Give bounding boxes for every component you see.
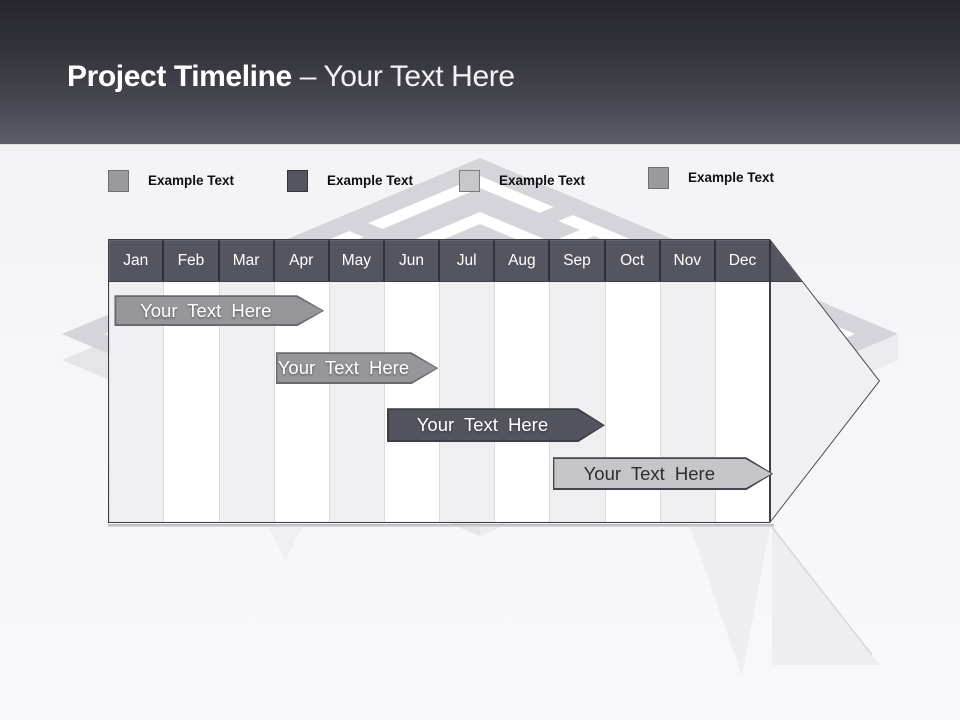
column-stripe [495, 282, 550, 522]
timeline-shadow [108, 524, 774, 527]
timeline-bar: Your Text Here [114, 295, 324, 326]
legend-swatch [287, 170, 308, 192]
timeline-bar-label: Your Text Here [140, 299, 272, 321]
timeline-bar-fill [389, 410, 603, 440]
timeline-bar-fill [277, 354, 436, 382]
column-stripe [330, 282, 385, 522]
timeline-bar: Your Text Here [276, 352, 439, 384]
month-cell-dec: Dec [716, 240, 771, 281]
december-edge-line [769, 240, 771, 522]
month-cell-sep: Sep [550, 240, 605, 281]
legend-label: Example Text [688, 170, 775, 185]
timeline-bar-fill [554, 459, 771, 488]
month-cell-jun: Jun [385, 240, 440, 281]
page-title: Project Timeline – Your Text Here [67, 60, 515, 94]
month-cell-jul: Jul [440, 240, 495, 281]
timeline-bar-fill [116, 297, 322, 324]
column-stripe [385, 282, 440, 522]
legend-swatch [108, 170, 129, 192]
legend: Example Text Example Text Example Text E… [0, 146, 960, 206]
month-cell-jan: Jan [109, 240, 164, 281]
month-cell-mar: Mar [220, 240, 275, 281]
legend-swatch [459, 170, 480, 192]
timeline-bar-label: Your Text Here [583, 462, 716, 484]
month-cell-aug: Aug [495, 240, 550, 281]
month-cell-feb: Feb [164, 240, 219, 281]
column-stripe [440, 282, 495, 522]
reflection-shapes [268, 526, 880, 676]
legend-label: Example Text [327, 173, 414, 188]
month-cell-apr: Apr [275, 240, 330, 281]
timeline-bar-label: Your Text Here [416, 414, 549, 436]
timeline-bar: Your Text Here [387, 408, 605, 442]
legend-swatch [648, 167, 669, 189]
timeline-bar-label: Your Text Here [277, 357, 410, 379]
month-cell-nov: Nov [661, 240, 716, 281]
title-bold-text: Project Timeline [67, 60, 292, 93]
timeline-bar: Your Text Here [553, 457, 774, 490]
slide-body: Example Text Example Text Example Text E… [0, 146, 960, 720]
month-cell-oct: Oct [606, 240, 661, 281]
title-light-text: – Your Text Here [299, 60, 515, 93]
legend-label: Example Text [499, 173, 586, 188]
title-band: Project Timeline – Your Text Here [0, 0, 960, 145]
month-cell-may: May [330, 240, 385, 281]
legend-label: Example Text [148, 173, 235, 188]
